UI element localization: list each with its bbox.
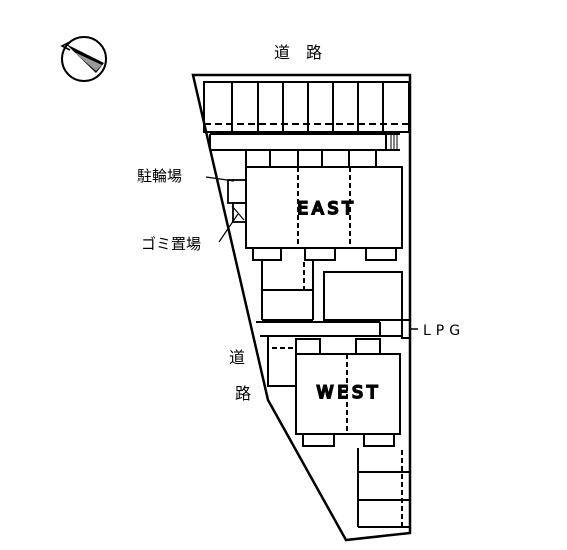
west-label: WEST — [317, 383, 382, 403]
walkway — [256, 321, 402, 337]
storage-block — [323, 271, 403, 321]
lpg-label: LPG — [423, 323, 465, 339]
road-left-label-2: 路 — [235, 384, 251, 403]
east-label: EAST — [297, 199, 357, 219]
bicycle-parking-label: 駐輪場 — [137, 167, 182, 185]
parking-middle-left — [261, 260, 314, 321]
parking-top — [203, 81, 410, 151]
parking-bottom — [357, 448, 410, 528]
building-east: EAST — [245, 149, 403, 261]
site-boundary — [191, 73, 412, 542]
building-west: WEST — [295, 338, 401, 447]
road-left-label-1: 道 — [229, 348, 245, 367]
garbage-area-label: ゴミ置場 — [141, 235, 201, 253]
parking-west-left — [267, 336, 296, 387]
north-arrow-icon — [60, 36, 107, 82]
road-top-label: 道 路 — [274, 43, 322, 62]
bicycle-parking-area — [227, 179, 247, 223]
